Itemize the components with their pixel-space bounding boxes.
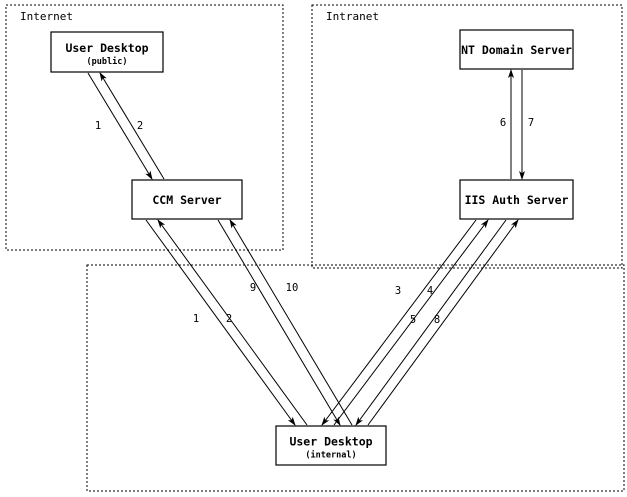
step-label-2-user-desktop-internal-to-ccm-server: 2	[226, 313, 232, 325]
step-number-labels: 1 2 1 2 9 10 3 4 5 8 6 7	[95, 117, 534, 326]
flow-arrow-5-iis-auth-server-to-user-desktop-internal	[355, 219, 507, 426]
flow-arrow-2-ccm-server-to-user-desktop-public	[99, 72, 165, 180]
node-subtitle-user-desktop-internal: (internal)	[305, 450, 356, 461]
flow-arrow-2-user-desktop-internal-to-ccm-server	[157, 219, 308, 426]
zone-boundary-intranet	[311, 4, 623, 269]
node-rect-ccm-server[interactable]	[131, 179, 243, 220]
node-subtitle-user-desktop-public: (public)	[87, 56, 128, 67]
step-label-8-user-desktop-internal-to-iis-auth-server: 8	[434, 314, 440, 326]
zone-label-intranet: Intranet	[326, 10, 379, 23]
step-label-6-iis-auth-server-to-nt-domain-server: 6	[500, 117, 506, 129]
flow-arrow-10-user-desktop-internal-to-ccm-server	[229, 219, 353, 426]
node-title-ccm-server: CCM Server	[152, 193, 221, 207]
flow-arrows	[87, 69, 525, 426]
step-label-7-nt-domain-server-to-iis-auth-server: 7	[528, 117, 534, 129]
node-user-desktop-public[interactable]: User Desktop(public)	[50, 31, 164, 73]
node-nt-domain-server[interactable]: NT Domain Server	[459, 29, 574, 70]
flow-arrow-1-user-desktop-public-to-ccm-server	[87, 72, 153, 180]
node-title-nt-domain-server: NT Domain Server	[461, 43, 572, 57]
zone-label-internet: Internet	[20, 10, 73, 23]
step-label-5-iis-auth-server-to-user-desktop-internal: 5	[410, 314, 416, 326]
node-rect-iis-auth-server[interactable]	[459, 179, 574, 220]
node-user-desktop-internal[interactable]: User Desktop(internal)	[275, 425, 387, 466]
flow-arrow-9-ccm-server-to-user-desktop-internal	[217, 219, 341, 426]
step-label-1-ccm-server-to-user-desktop-internal: 1	[193, 313, 199, 325]
step-label-4-user-desktop-internal-to-iis-auth-server: 4	[427, 285, 433, 297]
zone-boundary-internet	[5, 4, 284, 251]
flow-arrow-3-iis-auth-server-to-user-desktop-internal	[321, 219, 477, 426]
step-label-10-user-desktop-internal-to-ccm-server: 10	[286, 282, 299, 294]
node-title-user-desktop-public: User Desktop	[65, 41, 148, 55]
step-label-2-ccm-server-to-user-desktop-public: 2	[137, 120, 143, 132]
zone-boundaries: Internet Intranet	[5, 4, 625, 492]
step-label-3-iis-auth-server-to-user-desktop-internal: 3	[395, 285, 401, 297]
flow-arrow-1-ccm-server-to-user-desktop-internal	[145, 219, 296, 426]
node-ccm-server[interactable]: CCM Server	[131, 179, 243, 220]
flow-arrow-8-user-desktop-internal-to-iis-auth-server	[367, 219, 519, 426]
node-title-iis-auth-server: IIS Auth Server	[465, 193, 569, 207]
node-rect-user-desktop-public[interactable]	[50, 31, 164, 73]
node-iis-auth-server[interactable]: IIS Auth Server	[459, 179, 574, 220]
node-rect-user-desktop-internal[interactable]	[275, 425, 387, 466]
zone-boundary-internal-lan	[86, 264, 625, 492]
step-label-1-user-desktop-public-to-ccm-server: 1	[95, 120, 101, 132]
step-label-9-ccm-server-to-user-desktop-internal: 9	[250, 282, 256, 294]
node-rect-nt-domain-server[interactable]	[459, 29, 574, 70]
node-title-user-desktop-internal: User Desktop	[289, 435, 372, 449]
flow-arrow-4-user-desktop-internal-to-iis-auth-server	[333, 219, 489, 426]
